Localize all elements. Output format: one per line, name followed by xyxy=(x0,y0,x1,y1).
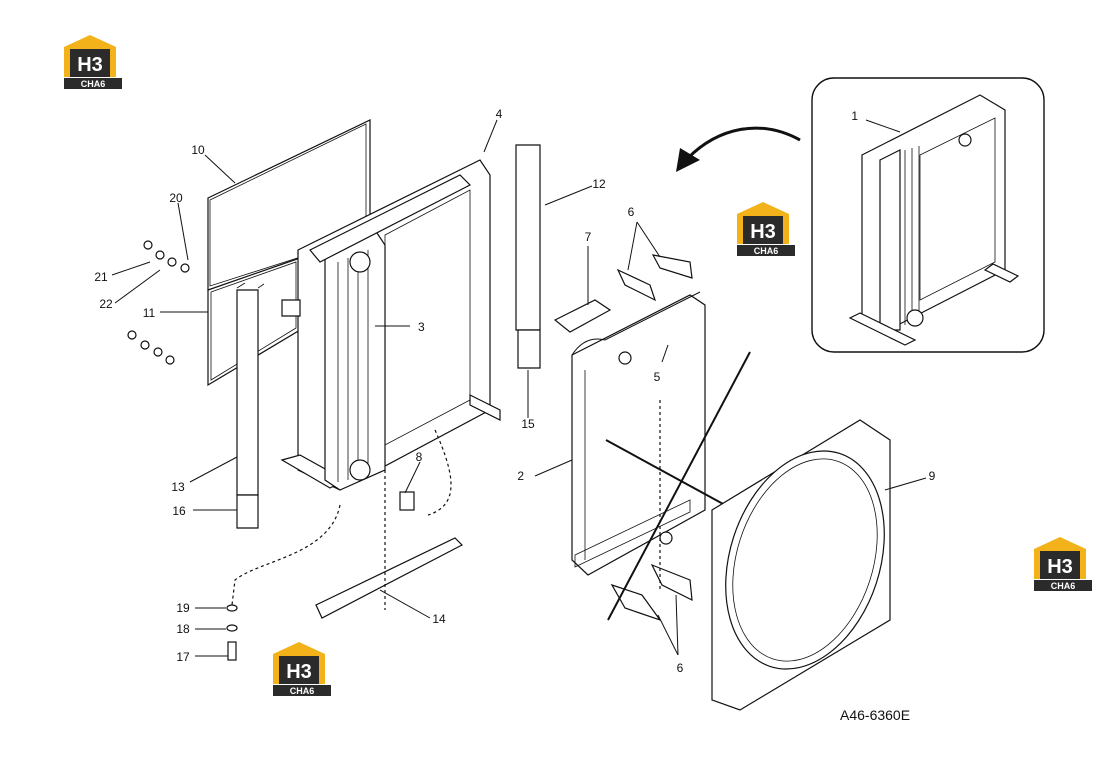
logo-watermark-3: H3 CHA6 xyxy=(1032,535,1094,593)
logo-word: CHA6 xyxy=(290,686,315,696)
leader-lines xyxy=(111,119,927,657)
label-10: 10 xyxy=(191,143,205,157)
label-4: 4 xyxy=(496,107,503,121)
logo-word: CHA6 xyxy=(81,79,106,89)
label-6-bottom: 6 xyxy=(677,661,684,675)
label-21: 21 xyxy=(94,270,108,284)
hardware-set xyxy=(127,240,190,365)
logo-mark: H3 xyxy=(1047,556,1073,578)
label-18: 18 xyxy=(176,622,190,636)
logo-watermark-1: H3 CHA6 xyxy=(62,33,124,91)
label-5: 5 xyxy=(654,370,661,384)
arrow-icon xyxy=(676,148,700,172)
label-11: 11 xyxy=(143,306,156,320)
label-22: 22 xyxy=(99,297,113,311)
logo-word: CHA6 xyxy=(1051,581,1076,591)
part-18-washer xyxy=(226,624,238,632)
part-17-bolt xyxy=(227,641,237,661)
logo-mark: H3 xyxy=(77,54,103,76)
label-17: 17 xyxy=(176,650,190,664)
part-12-bar xyxy=(515,144,541,331)
part-9-fan-shroud xyxy=(711,419,891,711)
logo-word: CHA6 xyxy=(754,246,779,256)
label-3: 3 xyxy=(418,320,425,334)
part-6-bracket-bottom-a xyxy=(610,583,662,622)
label-20: 20 xyxy=(169,191,183,205)
part-6-bracket-top-a xyxy=(616,268,657,302)
logo-mark: H3 xyxy=(286,661,312,683)
logo-watermark-2: H3 CHA6 xyxy=(735,200,797,258)
label-1: 1 xyxy=(851,109,858,123)
part-19-washer xyxy=(226,604,238,612)
label-16: 16 xyxy=(172,504,186,518)
logo-mark: H3 xyxy=(750,221,776,243)
drawing-code: A46-6360E xyxy=(840,707,910,723)
label-8: 8 xyxy=(416,450,423,464)
logo-watermark-4: H3 CHA6 xyxy=(271,640,333,698)
label-12: 12 xyxy=(592,177,606,191)
part-6-bracket-bottom-b xyxy=(650,563,693,602)
part-6-bracket-top-b xyxy=(651,254,693,279)
label-14: 14 xyxy=(432,612,446,626)
part-13-bar xyxy=(236,289,259,496)
label-15: 15 xyxy=(521,417,535,431)
part-8-fitting xyxy=(399,491,415,511)
label-6-top: 6 xyxy=(628,205,635,219)
label-2: 2 xyxy=(517,469,524,483)
label-19: 19 xyxy=(176,601,190,615)
part-14-bar xyxy=(315,537,464,619)
part-15-bar xyxy=(517,329,541,369)
part-16-bar xyxy=(236,494,259,529)
part-7-bracket xyxy=(553,299,612,333)
label-13: 13 xyxy=(171,480,185,494)
label-7: 7 xyxy=(585,230,592,244)
label-9: 9 xyxy=(929,469,936,483)
assembled-radiator xyxy=(848,94,1020,346)
part-2-radiator xyxy=(571,294,706,576)
